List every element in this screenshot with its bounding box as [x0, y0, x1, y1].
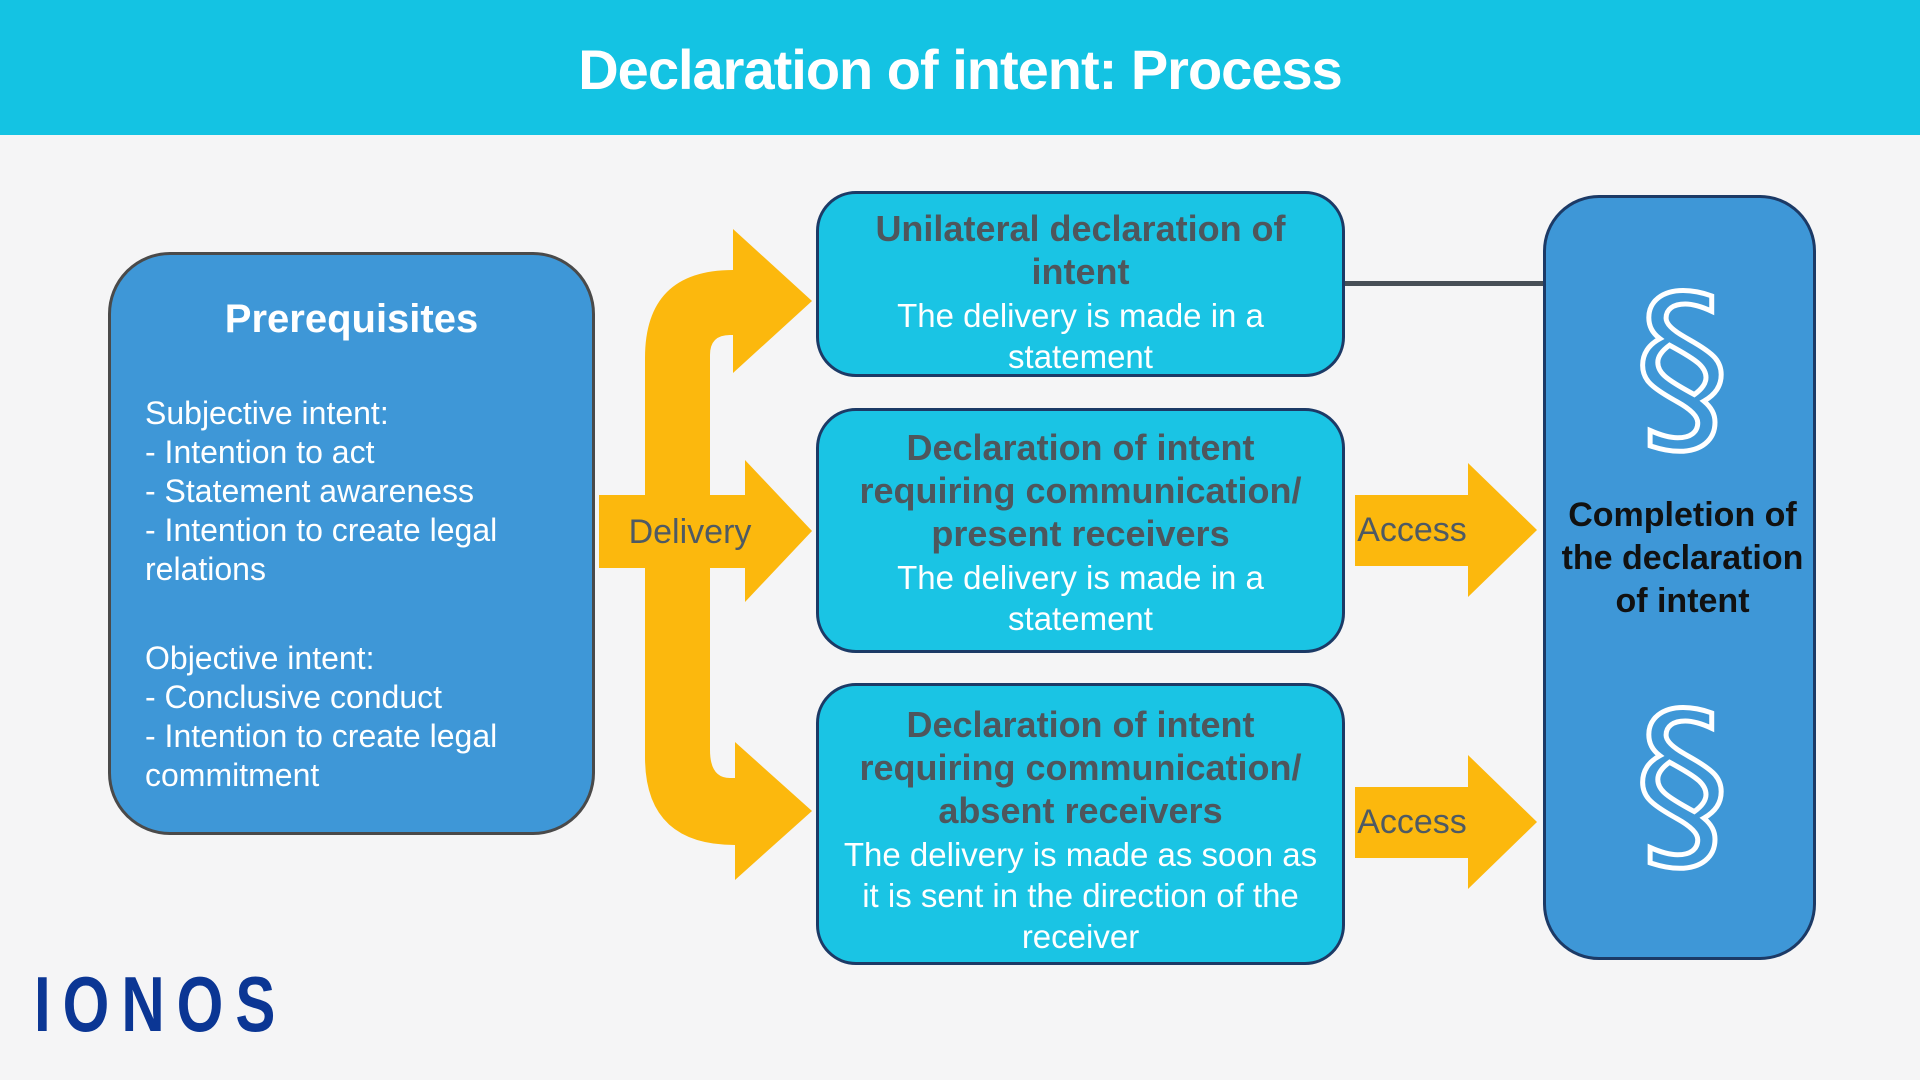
branch-body: The delivery is made as soon as it is se… — [843, 836, 1318, 955]
absent-receivers-box: Declaration of intent requiring communic… — [816, 683, 1345, 965]
completion-heading: Completion of the declaration of intent — [1561, 496, 1804, 620]
title-banner: Declaration of intent: Process — [0, 0, 1920, 135]
completion-box: § Completion of the declaration of inten… — [1543, 195, 1816, 960]
prerequisites-box: Prerequisites Subjective intent: - Inten… — [108, 252, 595, 835]
delivery-arrow-label: Delivery — [628, 513, 752, 551]
access-arrow-label-2: Access — [1357, 803, 1467, 841]
ionos-logo: IONOS — [34, 960, 288, 1048]
list-item: - Intention to act — [145, 434, 375, 470]
access-arrow-label-1: Access — [1357, 511, 1467, 549]
connector-line — [1345, 281, 1543, 286]
list-item: - Conclusive conduct — [145, 679, 443, 715]
objective-intent-section: Objective intent: - Conclusive conduct -… — [145, 639, 558, 795]
branch-body: The delivery is made in a statement — [897, 297, 1264, 375]
subjective-intent-label: Subjective intent: — [145, 395, 389, 431]
page-title: Declaration of intent: Process — [578, 38, 1343, 101]
list-item: - Statement awareness — [145, 473, 475, 509]
branch-body: The delivery is made in a statement — [897, 559, 1264, 637]
delivery-arrow — [599, 460, 812, 602]
branch-heading: Declaration of intent requiring communic… — [859, 427, 1302, 554]
access-arrow-2 — [1355, 755, 1537, 889]
present-receivers-box: Declaration of intent requiring communic… — [816, 408, 1345, 653]
paragraph-icon-glyph: § — [1634, 286, 1730, 476]
subjective-intent-section: Subjective intent: - Intention to act - … — [145, 394, 558, 589]
list-item: - Intention to create legal commitment — [145, 718, 498, 793]
access-arrow-1 — [1355, 463, 1537, 597]
paragraph-icon: § — [1632, 703, 1733, 893]
paragraph-icon: § — [1632, 286, 1733, 476]
branch-heading: Unilateral declaration of intent — [875, 208, 1286, 292]
branch-trunk-arrows — [645, 229, 812, 880]
prerequisites-heading: Prerequisites — [224, 297, 479, 341]
branch-heading: Declaration of intent requiring communic… — [859, 704, 1302, 831]
list-item: - Intention to create legal relations — [145, 512, 498, 587]
paragraph-icon-glyph: § — [1634, 703, 1730, 893]
objective-intent-label: Objective intent: — [145, 640, 375, 676]
unilateral-declaration-box: Unilateral declaration of intent The del… — [816, 191, 1345, 377]
prerequisites-body: Subjective intent: - Intention to act - … — [145, 394, 558, 795]
